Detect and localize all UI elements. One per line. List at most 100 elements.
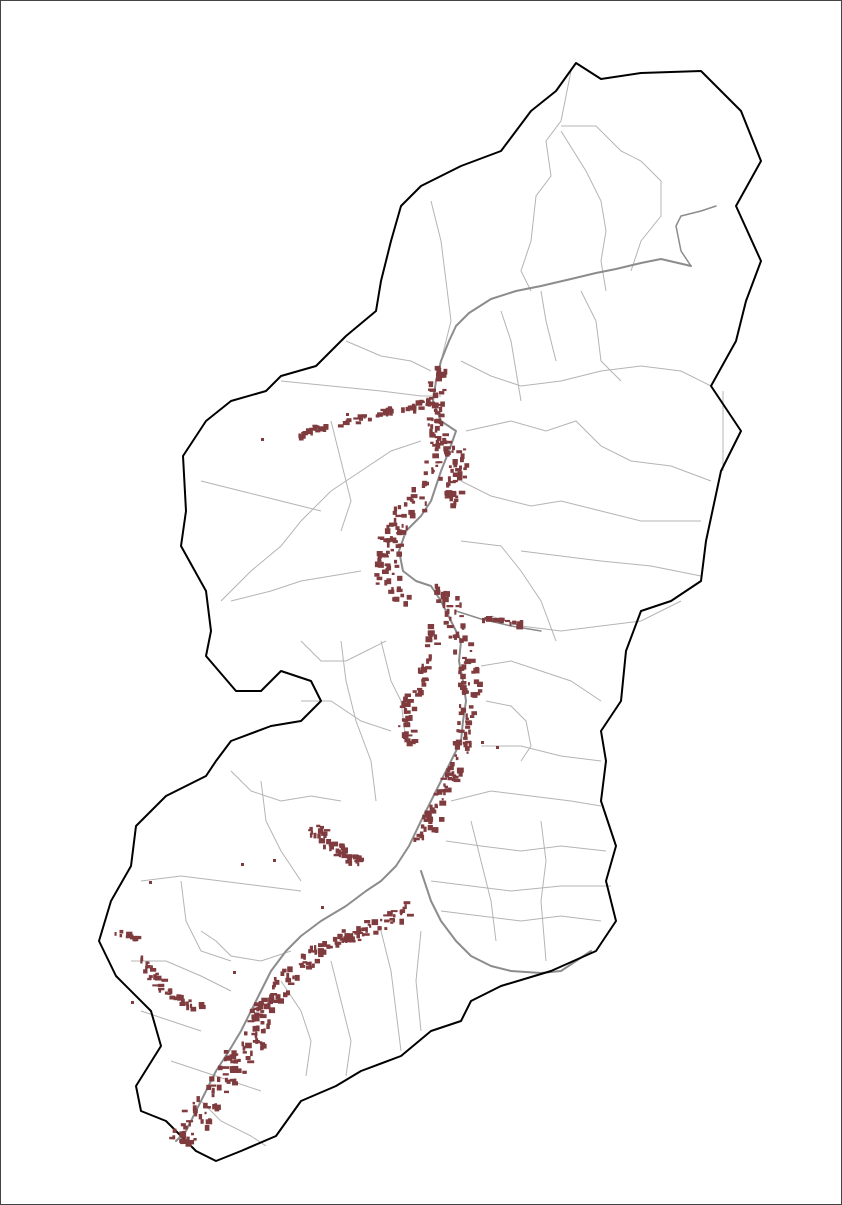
highlight-patch: [419, 831, 424, 836]
highlight-patch: [460, 457, 464, 463]
highlight-patch: [436, 599, 442, 603]
highlight-patch: [404, 710, 411, 714]
highlight-patch: [374, 561, 379, 568]
highlight-patch: [394, 559, 398, 564]
highlight-patch: [384, 919, 390, 923]
highlight-patch: [225, 1055, 233, 1061]
highlight-patch: [446, 482, 451, 486]
highlight-patch: [269, 994, 275, 999]
highlight-patch: [328, 841, 334, 847]
highlight-patch: [150, 965, 153, 970]
highlight-patch: [211, 1093, 215, 1098]
highlight-patch: [457, 478, 463, 481]
highlight-patch: [380, 918, 383, 922]
highlight-patch: [492, 618, 499, 623]
highlight-patch: [438, 403, 441, 406]
highlight-patch: [294, 974, 300, 981]
highlight-patch: [300, 962, 304, 965]
highlight-patch: [376, 576, 383, 581]
highlight-patch: [260, 1010, 265, 1013]
highlight-patch: [427, 825, 433, 831]
highlight-patch: [446, 492, 452, 497]
highlight-patch: [422, 480, 427, 487]
highlight-patch: [254, 1033, 258, 1038]
highlight-patch: [431, 417, 434, 422]
subbasin-line: [340, 640, 377, 802]
highlight-patch: [345, 419, 349, 424]
highlight-patch: [345, 854, 353, 859]
highlight-patch: [452, 775, 459, 779]
highlight-patch: [463, 731, 468, 738]
highlight-patch: [462, 635, 468, 642]
highlight-speck: [273, 859, 276, 862]
highlight-speck: [149, 881, 152, 884]
highlight-speck: [321, 906, 324, 909]
highlight-patch: [453, 778, 461, 783]
highlight-patch: [364, 920, 371, 924]
highlight-patch: [396, 531, 402, 535]
highlight-patch: [418, 406, 425, 410]
highlight-patch: [446, 625, 454, 629]
highlight-patch: [341, 847, 348, 850]
subbasin-line: [560, 130, 607, 292]
highlight-patch: [461, 681, 467, 685]
highlight-patch: [438, 406, 443, 412]
highlight-patch: [452, 445, 455, 451]
highlight-patch: [451, 771, 455, 777]
subbasin-line: [430, 880, 611, 892]
highlight-patch: [455, 756, 459, 761]
highlight-patch: [386, 565, 392, 570]
highlight-patch: [309, 832, 313, 838]
highlight-speck: [261, 438, 264, 441]
highlight-patch: [399, 705, 406, 708]
highlight-patch: [357, 938, 362, 942]
highlight-patch: [261, 997, 268, 1003]
highlight-patch: [377, 536, 384, 540]
highlight-patch: [458, 682, 463, 688]
highlight-patch: [446, 591, 450, 597]
highlight-patch: [157, 983, 165, 987]
highlight-patch: [465, 713, 468, 720]
highlight-patch: [404, 702, 411, 707]
subbasin-line: [200, 480, 322, 512]
highlight-patch: [348, 860, 353, 866]
subbasin-line: [540, 290, 557, 362]
highlight-patch: [463, 661, 471, 664]
highlight-patch: [455, 631, 460, 637]
highlight-patch: [405, 525, 408, 531]
highlight-patch: [453, 649, 458, 655]
highlight-patch: [430, 424, 434, 429]
highlight-speck: [131, 1001, 134, 1004]
highlight-patch: [161, 978, 169, 982]
highlight-patch: [439, 421, 444, 427]
highlight-patch: [434, 803, 438, 808]
highlight-patch: [406, 496, 413, 501]
highlight-patch: [334, 941, 342, 945]
highlight-patch: [322, 941, 327, 947]
subbasin-line: [520, 550, 702, 577]
highlight-patch: [447, 777, 452, 781]
highlight-patch: [401, 700, 405, 706]
highlight-patch: [247, 1060, 255, 1064]
highlight-patch: [463, 736, 468, 740]
highlight-patch: [401, 718, 406, 722]
highlight-patch: [365, 927, 368, 933]
highlight-patch: [409, 512, 416, 519]
highlight-patch: [377, 562, 384, 568]
highlight-patch: [168, 988, 173, 994]
highlight-patch: [519, 620, 524, 626]
highlight-patch: [155, 972, 159, 976]
highlight-patch: [422, 400, 425, 403]
highlight-patch: [212, 1087, 215, 1094]
highlight-speck: [346, 413, 349, 416]
highlight-patch: [341, 937, 345, 943]
highlight-patch: [308, 961, 312, 967]
highlight-patch: [465, 720, 472, 723]
highlight-speck: [481, 741, 484, 744]
highlight-patch: [452, 492, 456, 496]
highlight-patch: [244, 1031, 248, 1036]
highlight-patch: [335, 848, 340, 854]
highlight-patch: [423, 818, 428, 822]
highlight-patch: [397, 505, 402, 510]
